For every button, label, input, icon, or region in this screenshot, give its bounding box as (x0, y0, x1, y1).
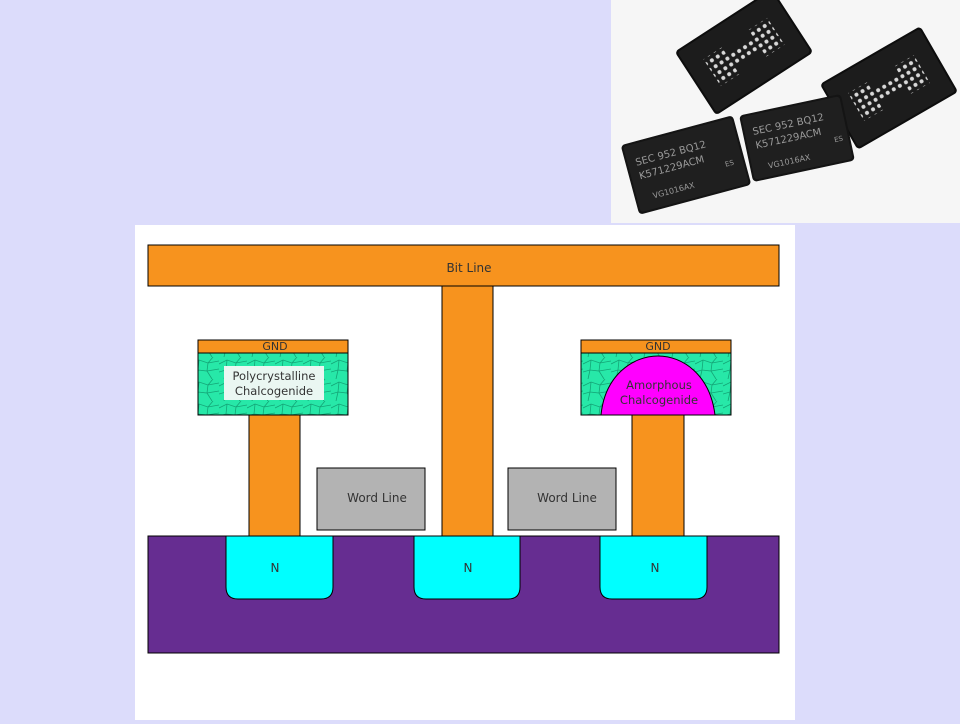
left-gnd-electrode (197, 339, 349, 354)
word-line-right: Word Line (507, 467, 617, 531)
n-region-label: N (271, 561, 280, 575)
bit-line (147, 244, 780, 287)
n-region-right: N (599, 535, 708, 600)
right-gnd-electrode (580, 339, 732, 354)
chip-marking-suffix: ES (724, 159, 735, 169)
word-line-label: Word Line (347, 491, 407, 505)
chip-marking-side-1: SEC 952 BQ12 K571229ACM ES VG1016AX (621, 116, 751, 214)
chip-ball-side-2 (821, 27, 957, 149)
polycrystalline-label: Polycrystalline (233, 369, 316, 383)
chip-ball-side-1 (676, 0, 812, 114)
word-line-left: Word Line (316, 467, 426, 531)
word-line-label: Word Line (537, 491, 597, 505)
n-region-label: N (464, 561, 473, 575)
left-gnd-label: GND (262, 340, 287, 353)
chalcogenide-label: Chalcogenide (620, 393, 698, 407)
left-heater-contact (248, 414, 301, 537)
n-region-left: N (225, 535, 334, 600)
amorphous-label: Amorphous (626, 378, 692, 392)
pcm-cell-diagram: N N N Bit Line Word Line Word Line (135, 225, 795, 720)
polycrystalline-label-bg (224, 366, 324, 400)
n-region-center: N (413, 535, 521, 600)
left-cell: GND Polycrystalline Chalcogenide (197, 339, 349, 537)
bit-line-contact (441, 285, 494, 537)
right-cell: GND Amorphous Chalcogenide (580, 339, 732, 537)
memory-chips-illustration: SEC 952 BQ12 K571229ACM ES VG1016AX SEC … (621, 0, 957, 214)
bit-line-label: Bit Line (446, 261, 491, 275)
n-region-label: N (651, 561, 660, 575)
chip-marking-suffix: ES (833, 134, 844, 144)
chalcogenide-label: Chalcogenide (235, 384, 313, 398)
memory-chips-photo: SEC 952 BQ12 K571229ACM ES VG1016AX SEC … (611, 0, 960, 223)
pcm-cell-svg: N N N Bit Line Word Line Word Line (135, 225, 795, 720)
right-heater-contact (631, 414, 685, 537)
chip-marking-side-2: SEC 952 BQ12 K571229ACM ES VG1016AX (739, 94, 855, 182)
right-gnd-label: GND (645, 340, 670, 353)
amorphous-region (600, 355, 716, 416)
